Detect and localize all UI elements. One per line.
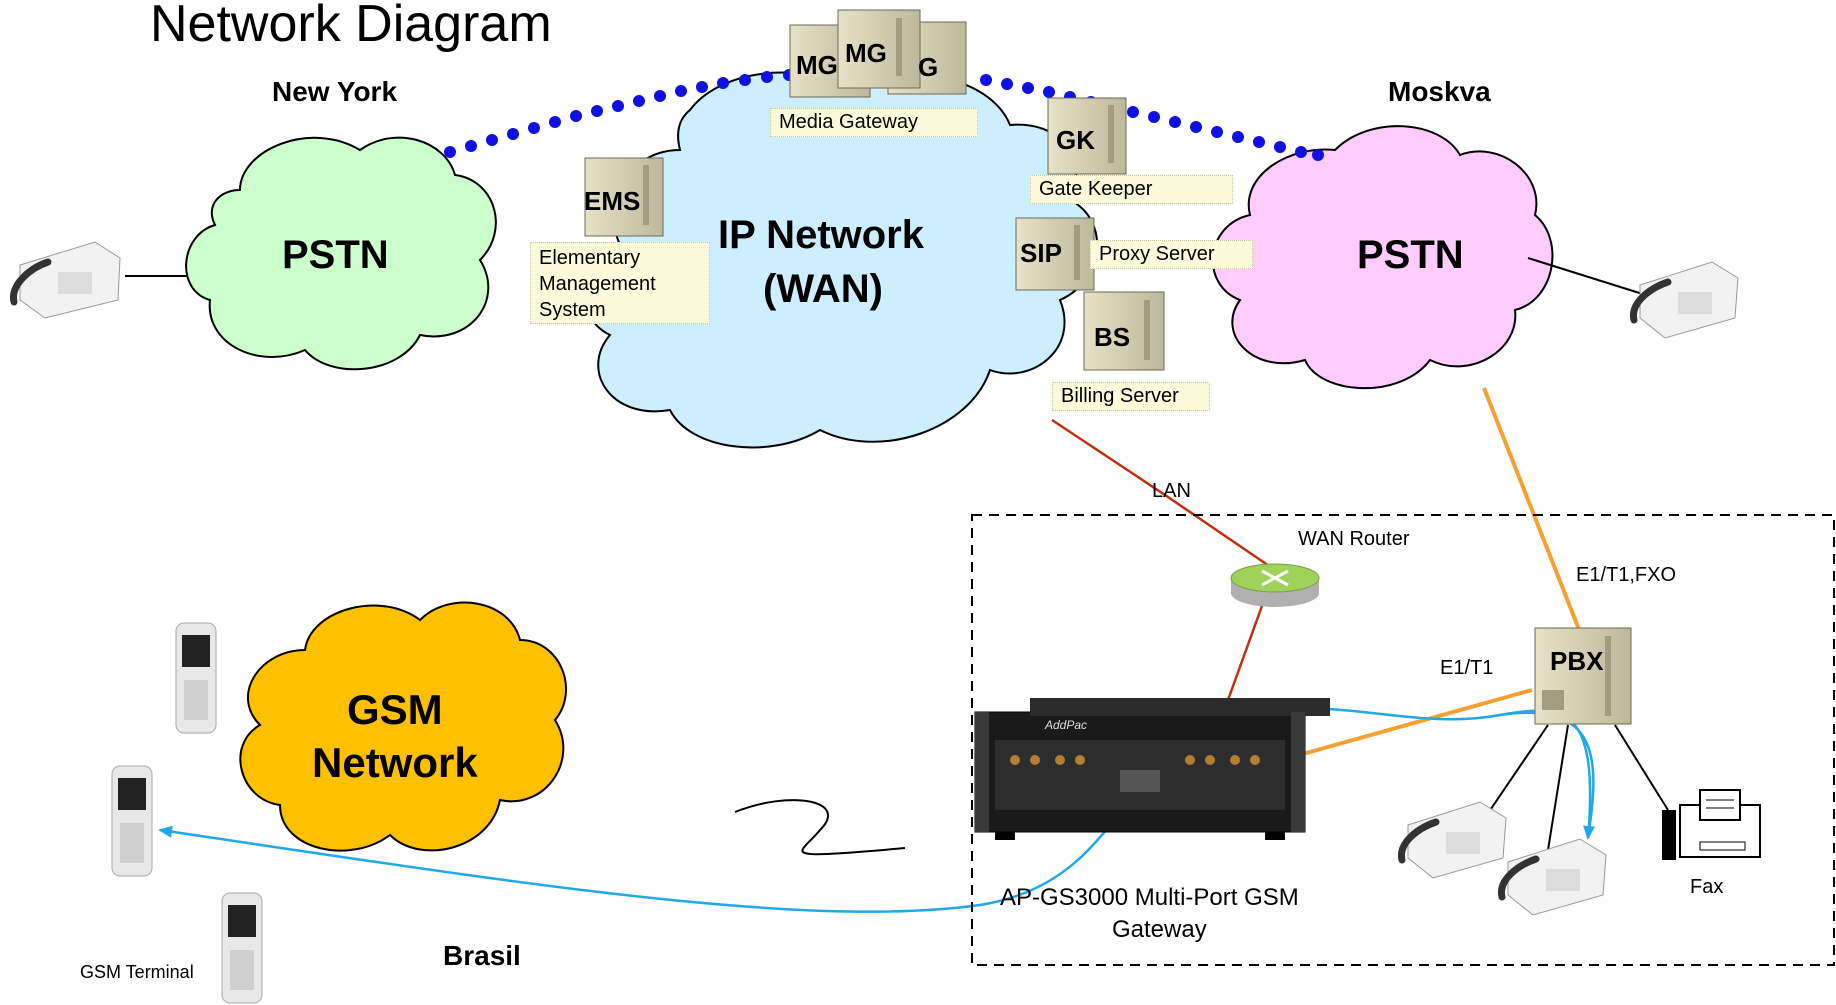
location-label-brasil: Brasil [443,940,521,971]
server-label-mg1: MG [796,50,838,80]
location-label-new-york: New York [272,76,398,107]
pstn-cloud-moskva [1211,125,1554,390]
gsm-terminal-label: GSM Terminal [80,962,194,982]
server-label-mg2: MG [845,38,887,68]
gsm-network-cloud [239,601,567,852]
tag-ems-line1: Elementary [539,247,641,269]
tag-ems-line3: System [539,299,606,321]
location-label-moskva: Moskva [1388,76,1491,107]
gsm-handset-3-icon [221,892,263,1004]
billing-server [1083,291,1165,371]
wan-router-icon [1230,563,1320,607]
gsm-handset-2-icon [111,765,153,877]
tag-ems: Elementary Management System [530,242,710,324]
server-label-bs: BS [1094,322,1131,352]
desk-phone-new-york-icon [10,241,121,319]
ip-network-label-line1: IP Network [718,213,924,257]
tag-media-gateway: Media Gateway [770,108,978,137]
link-label-wan-router: WAN Router [1298,528,1410,550]
server-label-sip: SIP [1020,238,1062,268]
gateway-label-line2: Gateway [1112,916,1207,943]
e1-fxo-link [1482,387,1582,633]
server-label-pbx: PBX [1550,646,1604,676]
server-label-ems: EMS [584,186,641,216]
pbx-server [1534,627,1632,725]
gsm-network-label-line1: GSM [347,686,443,733]
gsm-gateway-device [974,698,1330,840]
ip-network-label-line2: (WAN) [763,267,883,311]
gateway-brand: AddPac [1045,718,1088,732]
server-label-gk: GK [1056,125,1095,155]
gatekeeper-server [1047,97,1127,175]
gateway-label-line1: AP-GS3000 Multi-Port GSM [1000,884,1299,911]
pbx-extension-lines [1479,724,1669,851]
fax-icon [1662,789,1761,860]
ems-server [584,157,664,237]
link-label-lan: LAN [1152,480,1191,502]
link-label-e1t1-fxo: E1/T1,FXO [1576,564,1677,586]
pstn-right-label: PSTN [1357,233,1464,277]
pstn-cloud-new-york [185,136,497,371]
tag-billing-server: Billing Server [1052,382,1210,411]
gsm-network-label-line2: Network [312,739,478,786]
desk-phone-moskva-icon [1630,261,1739,339]
gsm-handset-1-icon [175,622,217,734]
sip-server [1015,217,1095,291]
tag-ems-line2: Management [539,273,656,295]
tag-proxy-server: Proxy Server [1090,240,1253,269]
pstn-left-label: PSTN [282,233,389,277]
tag-gate-keeper: Gate Keeper [1030,175,1233,204]
e1-link [1291,688,1533,759]
diagram-title: Network Diagram [150,0,552,53]
media-gateway-server-2 [837,9,921,89]
link-label-e1t1: E1/T1 [1440,657,1494,679]
desk-phone-extension-2-icon [1498,838,1607,916]
premises-boundary [971,514,1835,966]
desk-phone-extension-1-icon [1398,801,1507,879]
fax-label: Fax [1690,876,1724,898]
gsm-squiggle [734,799,906,856]
server-label-mg3: G [918,52,939,82]
